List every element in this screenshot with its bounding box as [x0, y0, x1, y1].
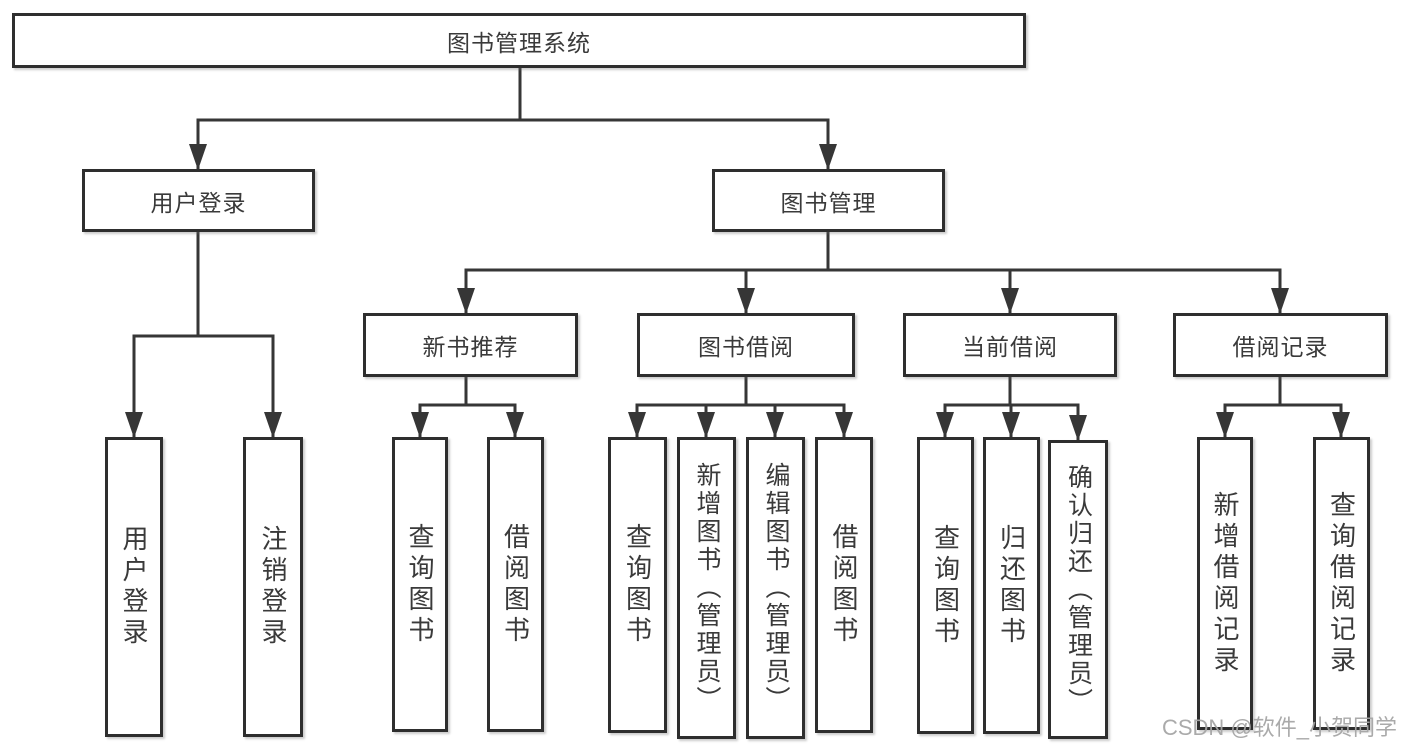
node-cb-return-label: 归还图书	[996, 523, 1027, 648]
node-book-borrow: 图书借阅	[637, 313, 855, 377]
node-cb-confirm-label: 确认归还（管理员）	[1064, 463, 1093, 716]
node-book-borrow-label: 图书借阅	[698, 334, 794, 360]
node-root: 图书管理系统	[12, 13, 1026, 68]
node-nbr-borrow: 借阅图书	[487, 437, 544, 732]
node-borrow-record-label: 借阅记录	[1232, 334, 1329, 360]
node-book-mgmt: 图书管理	[712, 169, 945, 232]
node-bb-borrow-label: 借阅图书	[829, 523, 859, 647]
node-user-login: 用户登录	[82, 169, 315, 232]
node-ul-logout: 注销登录	[243, 437, 303, 737]
node-current-borrow: 当前借阅	[903, 313, 1117, 377]
node-br-query-label: 查询借阅记录	[1326, 490, 1357, 677]
node-new-book-rec-label: 新书推荐	[422, 334, 519, 360]
node-br-query: 查询借阅记录	[1313, 437, 1370, 730]
connector-trunks	[132, 68, 1343, 407]
node-nbr-borrow-label: 借阅图书	[500, 522, 531, 647]
node-new-book-rec: 新书推荐	[363, 313, 578, 377]
node-bb-edit-label: 编辑图书（管理员）	[762, 462, 790, 714]
csdn-watermark: CSDN @软件_小贺同学	[1161, 715, 1397, 740]
node-bb-add: 新增图书（管理员）	[677, 437, 736, 739]
node-book-mgmt-label: 图书管理	[780, 189, 877, 216]
node-ul-login: 用户登录	[105, 437, 163, 737]
node-bb-edit: 编辑图书（管理员）	[746, 437, 805, 739]
node-nbr-query-label: 查询图书	[405, 522, 435, 647]
node-user-login-label: 用户登录	[150, 189, 247, 216]
node-cb-confirm: 确认归还（管理员）	[1048, 440, 1108, 739]
node-nbr-query: 查询图书	[392, 437, 448, 732]
node-bb-query: 查询图书	[608, 437, 667, 733]
node-current-borrow-label: 当前借阅	[962, 334, 1058, 360]
node-bb-borrow: 借阅图书	[815, 437, 873, 733]
node-borrow-record: 借阅记录	[1173, 313, 1388, 377]
node-cb-return: 归还图书	[983, 437, 1040, 734]
node-bb-add-label: 新增图书（管理员）	[693, 462, 721, 714]
node-bb-query-label: 查询图书	[622, 523, 653, 647]
node-ul-login-label: 用户登录	[119, 525, 149, 649]
node-cb-query: 查询图书	[917, 437, 974, 734]
node-ul-logout-label: 注销登录	[258, 525, 288, 649]
node-root-label: 图书管理系统	[447, 29, 591, 56]
node-br-add-label: 新增借阅记录	[1210, 490, 1240, 677]
node-cb-query-label: 查询图书	[930, 523, 961, 648]
node-br-add: 新增借阅记录	[1197, 437, 1253, 730]
